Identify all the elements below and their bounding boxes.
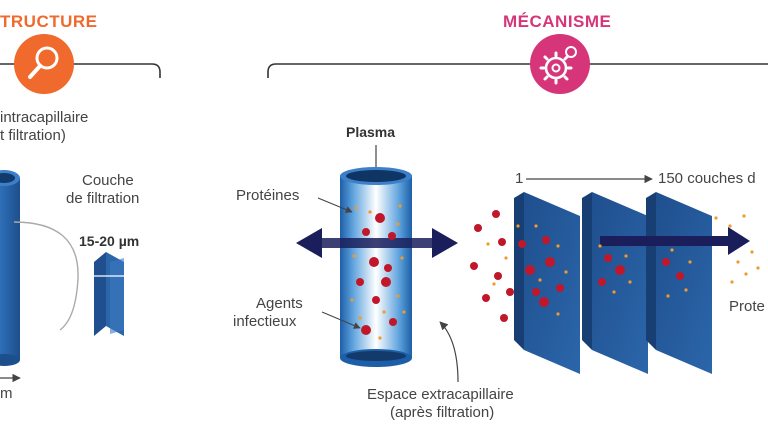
layers-end-label: 150 couches d: [658, 170, 756, 187]
intracapillary-label-line1: intracapillaire: [0, 109, 89, 126]
infectious-agents-label-line2: infectieux: [233, 313, 297, 330]
proteins-label: Protéines: [236, 187, 300, 204]
mechanism-heading: MÉCANISME: [503, 12, 612, 31]
extracapillary-label-line1: Espace extracapillaire: [367, 386, 514, 403]
gear-icon: [530, 34, 590, 94]
filtration-flow-arrow-membranes: [600, 227, 750, 255]
magnifier-icon: [14, 34, 74, 94]
length-unit-label: m: [0, 385, 13, 402]
intracapillary-label-line2: t filtration): [0, 127, 66, 144]
structure-section: [0, 34, 161, 383]
filtration-membranes: [514, 192, 712, 374]
filtration-layer-detail: [94, 252, 124, 336]
tube-particles: [350, 204, 406, 340]
extracapillary-label-line2: (après filtration): [390, 404, 495, 421]
structure-heading: TRUCTURE: [0, 12, 98, 31]
filtration-layer-label-line1: Couche: [82, 172, 134, 189]
mechanism-section: [267, 34, 768, 383]
filtration-layer-label-line2: de filtration: [66, 190, 140, 207]
magnification-arc: [13, 221, 79, 331]
hollow-fiber-tube: [0, 170, 20, 366]
extracapillary-pointer: [439, 321, 459, 383]
membrane-1: [514, 192, 580, 374]
infectious-agents-label-line1: Agents: [256, 295, 303, 312]
membrane-particles: [470, 210, 760, 322]
capillary-tube: [340, 167, 412, 367]
filtration-flow-arrow-tube: [296, 228, 458, 258]
proteins-pointer: [317, 197, 353, 213]
proteins-right-label: Prote: [729, 298, 765, 315]
membrane-3: [646, 192, 712, 374]
structure-bracket: [0, 63, 161, 78]
thickness-label: 15-20 µm: [79, 233, 140, 249]
mechanism-bracket: [267, 63, 768, 78]
layers-start-label: 1: [515, 170, 524, 187]
agents-pointer: [321, 311, 361, 329]
plasma-label: Plasma: [346, 124, 396, 140]
membrane-2: [582, 192, 648, 374]
